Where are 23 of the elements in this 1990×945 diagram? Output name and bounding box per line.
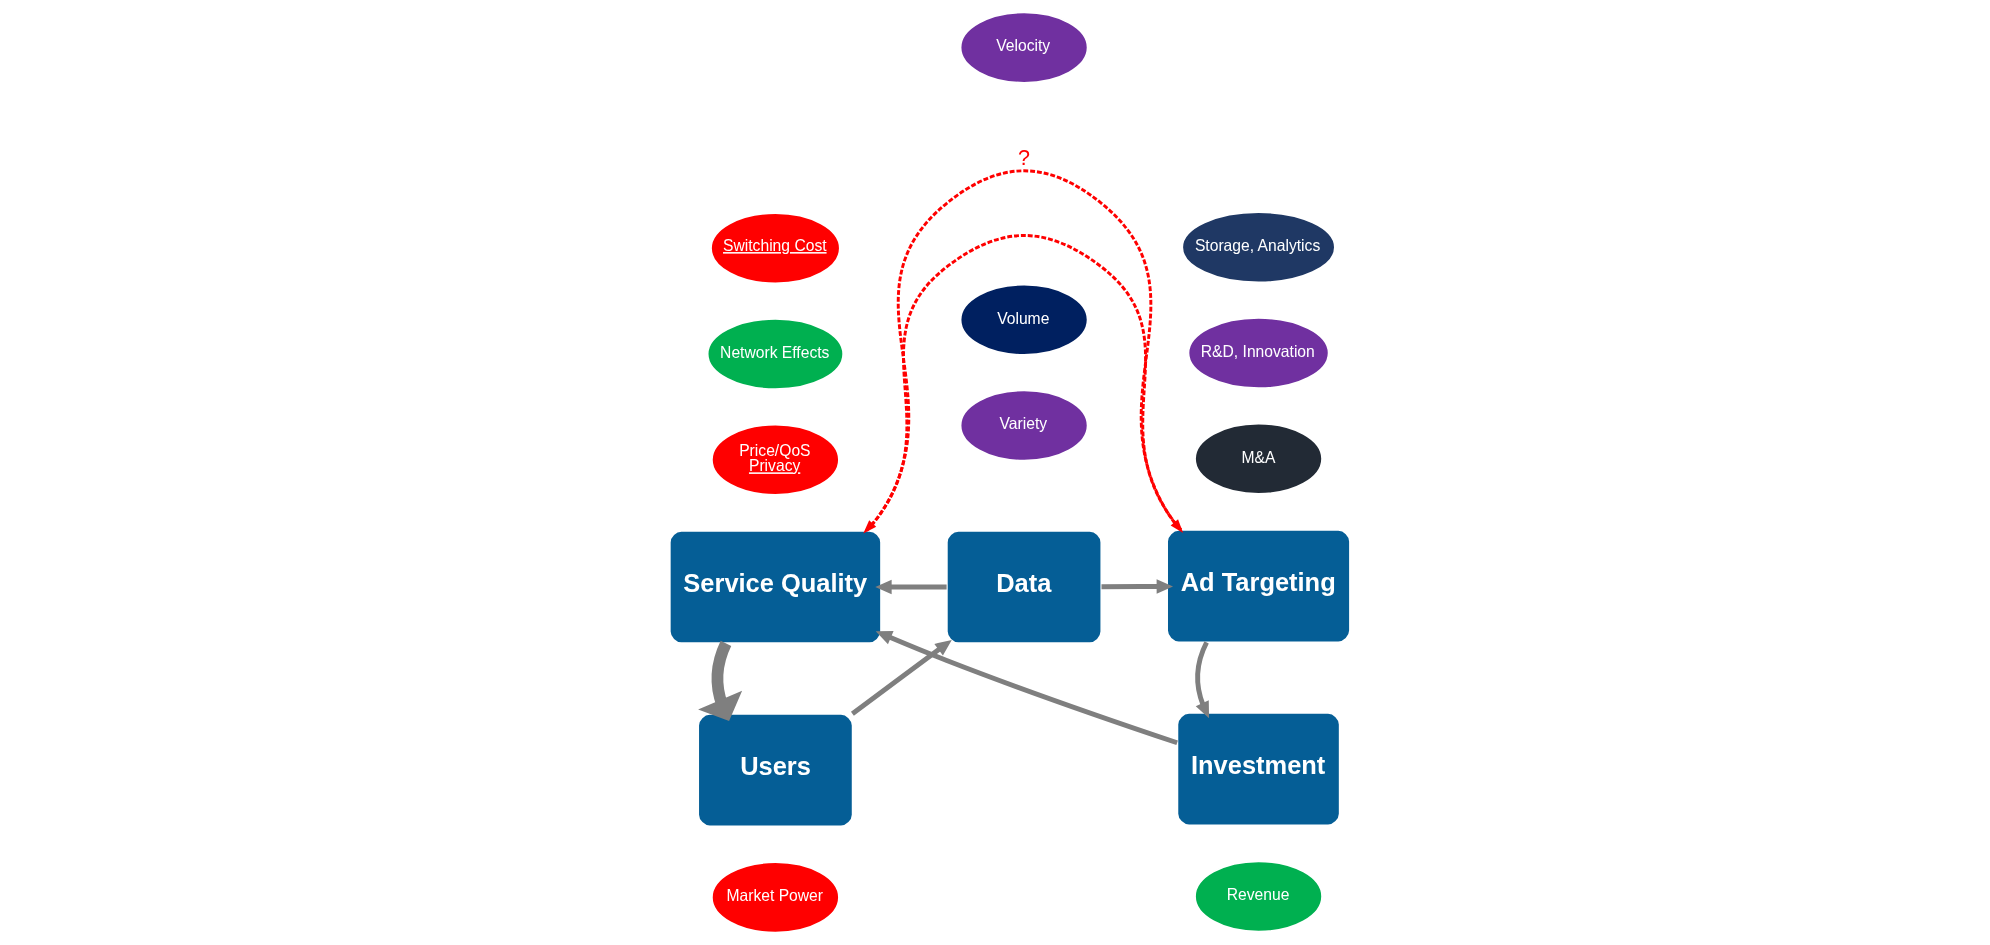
node-ellipse: M&A <box>1193 422 1324 496</box>
arrow <box>1195 641 1210 719</box>
arrow <box>698 641 743 722</box>
arrow <box>1101 579 1174 594</box>
node-ellipse: Revenue <box>1193 860 1324 933</box>
node-box: Data <box>945 529 1103 645</box>
node-ellipse: Market Power <box>710 861 840 934</box>
node-box: Users <box>697 712 854 828</box>
node-ellipse: R&D, Innovation <box>1187 316 1330 390</box>
node-ellipse: Velocity <box>959 11 1089 84</box>
arrow <box>850 639 952 716</box>
node-box: Investment <box>1176 711 1341 827</box>
arrow <box>875 631 1178 746</box>
node-box: Service Quality <box>668 529 883 645</box>
node-ellipse: Network Effects <box>706 317 845 391</box>
node-ellipse: Price/QoS Privacy <box>710 423 840 496</box>
node-ellipse: Switching Cost <box>709 212 841 285</box>
node-box: Ad Targeting <box>1166 528 1352 644</box>
edge-label: ? <box>1018 145 1031 170</box>
node-ellipse: Volume <box>959 283 1089 356</box>
node-ellipse: Variety <box>959 389 1089 462</box>
arrow <box>875 579 947 595</box>
node-ellipse: Storage, Analytics <box>1181 211 1336 284</box>
